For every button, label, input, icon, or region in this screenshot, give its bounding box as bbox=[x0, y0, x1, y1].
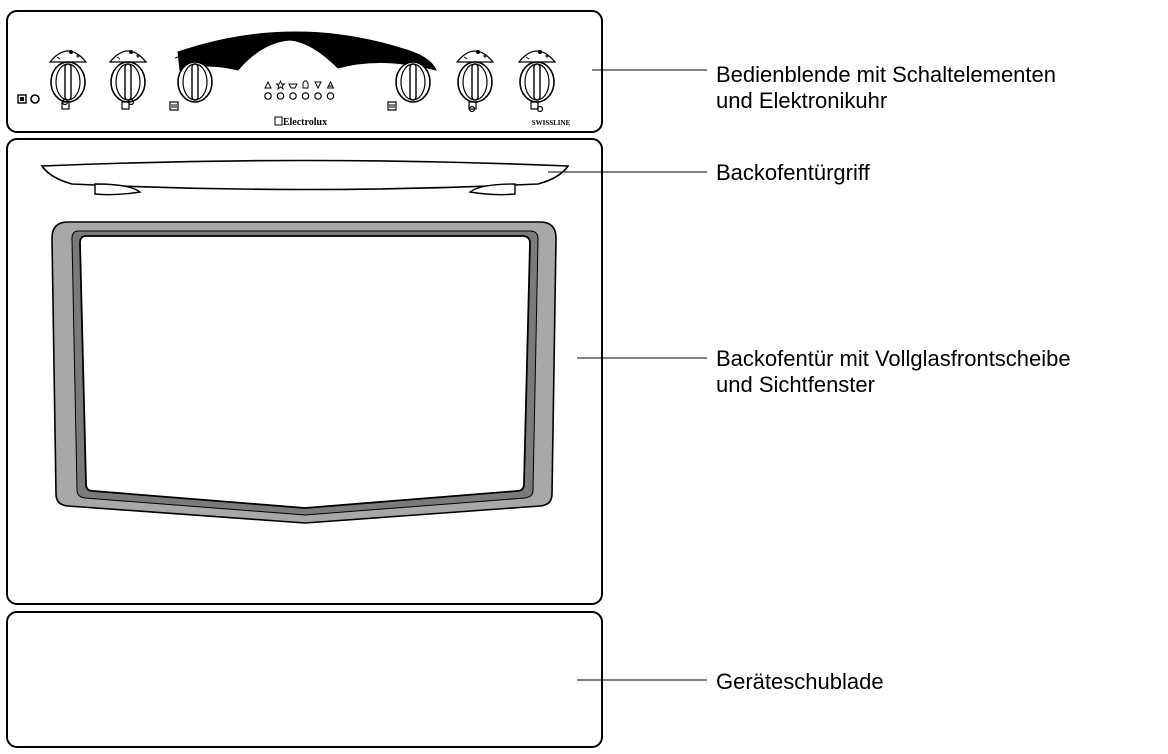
label-control-panel-line2: und Elektronikuhr bbox=[716, 88, 888, 113]
oven-mode-icon bbox=[169, 101, 179, 111]
clock-function-5[interactable] bbox=[314, 81, 322, 100]
clock-function-2[interactable] bbox=[275, 79, 286, 100]
function-button[interactable] bbox=[301, 92, 310, 100]
power-indicator bbox=[17, 94, 40, 104]
label-drawer-line1: Geräteschublade bbox=[716, 669, 884, 694]
cup-icon bbox=[288, 83, 298, 89]
control-knob-4[interactable] bbox=[387, 61, 431, 111]
viewing-window bbox=[51, 221, 557, 524]
model-name: SWISSLINE bbox=[532, 119, 571, 127]
clock-function-1[interactable] bbox=[264, 80, 272, 100]
hand-icon bbox=[302, 80, 309, 89]
control-knob-5[interactable] bbox=[455, 50, 495, 113]
control-panel: Electrolux SWISSLINE bbox=[6, 10, 603, 133]
label-door-handle: Backofentürgriff bbox=[716, 160, 870, 186]
triangle-up-icon bbox=[326, 80, 335, 89]
control-knob-2[interactable] bbox=[108, 50, 148, 110]
label-drawer: Geräteschublade bbox=[716, 669, 884, 695]
hotplate-front-right-icon bbox=[530, 101, 544, 113]
function-button[interactable] bbox=[264, 92, 272, 100]
label-control-panel: Bedienblende mit Schaltelementen und Ele… bbox=[716, 62, 1056, 114]
label-door-handle-line1: Backofentürgriff bbox=[716, 160, 870, 185]
oven-light-icon bbox=[387, 101, 397, 111]
triangle-down-icon bbox=[314, 81, 322, 90]
control-knob-6[interactable] bbox=[517, 50, 557, 113]
hotplate-rear-left-icon bbox=[61, 98, 70, 110]
oven-door bbox=[6, 138, 603, 605]
label-oven-door: Backofentür mit Vollglasfrontscheibe und… bbox=[716, 346, 1071, 398]
leader-lines bbox=[548, 69, 707, 681]
control-knob-1[interactable] bbox=[48, 50, 88, 110]
label-control-panel-line1: Bedienblende mit Schaltelementen bbox=[716, 62, 1057, 87]
clock-function-4[interactable] bbox=[301, 80, 310, 100]
clock-function-6[interactable] bbox=[326, 80, 335, 100]
clock-function-3[interactable] bbox=[288, 83, 298, 100]
hotplate-rear-right-icon bbox=[468, 101, 477, 113]
control-knob-3[interactable] bbox=[169, 61, 213, 111]
label-oven-door-line2: und Sichtfenster bbox=[716, 372, 875, 397]
bell-icon bbox=[264, 80, 272, 89]
function-button[interactable] bbox=[326, 92, 335, 100]
door-handle[interactable] bbox=[40, 159, 570, 196]
label-oven-door-line1: Backofentür mit Vollglasfrontscheibe bbox=[716, 346, 1071, 371]
brand-logo: Electrolux bbox=[283, 117, 327, 128]
star-icon bbox=[275, 79, 286, 91]
function-button[interactable] bbox=[314, 92, 322, 100]
display-band bbox=[177, 31, 437, 71]
hotplate-front-left-icon bbox=[121, 98, 135, 110]
function-button[interactable] bbox=[289, 92, 297, 100]
appliance-drawer[interactable] bbox=[6, 611, 603, 748]
function-button[interactable] bbox=[276, 92, 285, 100]
